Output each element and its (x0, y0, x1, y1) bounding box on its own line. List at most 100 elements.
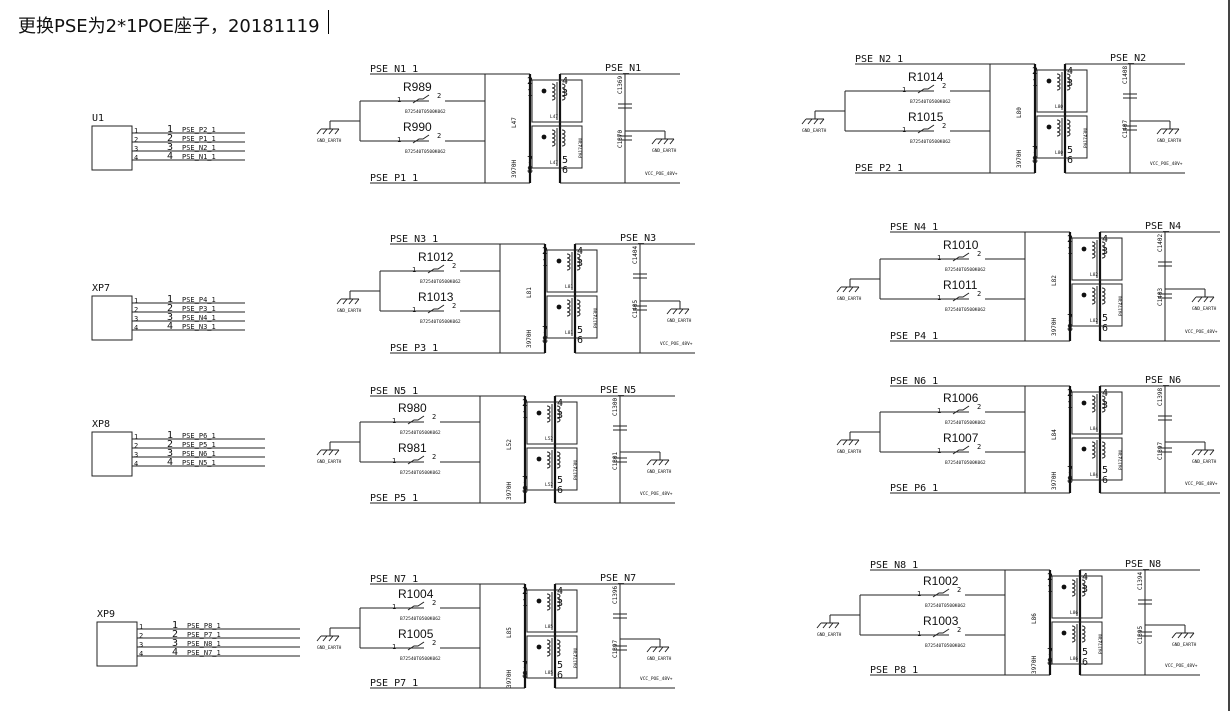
pin-number: 6 (557, 670, 563, 681)
winding-label: L80 (1055, 150, 1063, 156)
varistor-symbol (412, 134, 430, 144)
ground-icon (316, 449, 340, 456)
pin-number: 5 (1067, 145, 1073, 156)
winding-label: L47 (550, 114, 558, 120)
winding-label: L47 (550, 160, 558, 166)
transformer-core (531, 79, 583, 123)
pin-number: 6 (1067, 155, 1073, 166)
resistor-value: B72540T0500K062 (420, 319, 461, 325)
coil-winding (1091, 441, 1096, 459)
pin-number: 1 (167, 430, 173, 441)
pin-number: 5 (562, 155, 568, 166)
gnd-label: GND_EARTH (817, 632, 842, 638)
gnd-label: GND_EARTH (317, 138, 342, 144)
pin-number: 3 (557, 598, 563, 609)
transformer-core (1051, 621, 1103, 665)
capacitor-ref: C1407 (1122, 120, 1129, 138)
varistor-symbol (407, 641, 425, 651)
pin-number: 8 (527, 165, 533, 176)
ground-icon (666, 308, 690, 315)
pin-number: 2 (432, 599, 436, 607)
pin-index: 2 (134, 306, 138, 314)
resistor-value: B72540T0500K062 (405, 109, 446, 115)
connector-ref: U1 (92, 113, 104, 124)
net-label: PSE_P3_1 (390, 343, 438, 354)
pin-index: 1 (134, 127, 138, 135)
winding-label: L85 (545, 624, 553, 630)
gnd-label: GND_EARTH (802, 128, 827, 134)
pin-number: 6 (1102, 323, 1108, 334)
pin-number: 3 (172, 638, 178, 649)
connector-body (91, 125, 133, 171)
coil-winding (1101, 441, 1106, 459)
coil-winding (1066, 73, 1071, 91)
net-label: PSE_P6_1 (182, 432, 216, 440)
inductor-ref: L85 (506, 627, 513, 638)
connector-ref: XP9 (97, 609, 115, 620)
pin-number: 2 (432, 639, 436, 647)
winding-label: L52 (545, 436, 553, 442)
polarity-dot (536, 644, 542, 650)
capacitor-ref: C1301 (612, 452, 619, 470)
gnd-label: GND_EARTH (1192, 306, 1217, 312)
transformer-part: PA1743NL (1098, 632, 1104, 654)
coil-winding (551, 129, 556, 147)
coil-winding (546, 451, 551, 469)
inductor-ref: L86 (1031, 613, 1038, 624)
connector-ref: XP7 (92, 283, 110, 294)
transformer-core (546, 249, 598, 293)
pin-number: 3 (167, 448, 173, 459)
pin-number: 6 (557, 485, 563, 496)
core-part: 3970H (506, 670, 513, 688)
coil-winding (1091, 241, 1096, 259)
pin-number: 4 (557, 398, 563, 409)
polarity-dot (541, 88, 547, 94)
pin-number: 8 (542, 335, 548, 346)
coil-winding (546, 405, 551, 423)
pin-number: 2 (432, 453, 436, 461)
coil-winding (1056, 73, 1061, 91)
capacitor-ref: C1370 (617, 130, 624, 148)
gnd-label: GND_EARTH (337, 308, 362, 314)
coil-winding (556, 405, 561, 423)
pin-number: 2 (977, 250, 981, 258)
pin-number: 1 (172, 620, 178, 631)
pin-number: 4 (172, 647, 178, 658)
polarity-dot (541, 134, 547, 140)
polarity-dot (1046, 124, 1052, 130)
varistor-symbol (917, 84, 935, 94)
gnd-label: GND_EARTH (837, 449, 862, 455)
coil-winding (1081, 625, 1086, 643)
polarity-dot (1081, 446, 1087, 452)
winding-label: L52 (545, 482, 553, 488)
net-label: PSE_P8_1 (187, 622, 221, 630)
vcc-label: VCC_POE_48V+ (1150, 161, 1183, 167)
vcc-label: VCC_POE_48V+ (1165, 663, 1198, 669)
net-label: PSE_N4_1 (890, 222, 938, 233)
capacitor-ref: C1395 (1137, 626, 1144, 644)
net-label: PSE_N5_1 (370, 386, 418, 397)
pin-index: 2 (134, 136, 138, 144)
transformer-part: PA1743NL (573, 646, 579, 668)
pin-index: 1 (134, 297, 138, 305)
pin-number: 5 (577, 325, 583, 336)
pin-number: 1 (412, 306, 416, 314)
pin-number: 1 (1047, 584, 1053, 595)
resistor-ref: R1003 (923, 614, 959, 628)
pin-number: 1 (397, 136, 401, 144)
net-label: PSE_P1_1 (370, 173, 418, 184)
pin-number: 1 (392, 457, 396, 465)
transformer-core (1051, 575, 1103, 619)
net-label: PSE_N3_1 (390, 234, 438, 245)
transformer-part: PA1743NL (1118, 294, 1124, 316)
pin-number: 2 (977, 443, 981, 451)
coil-winding (561, 83, 566, 101)
capacitor-ref: C1397 (612, 640, 619, 658)
capacitor-ref: C1404 (632, 246, 639, 264)
coil-winding (556, 639, 561, 657)
